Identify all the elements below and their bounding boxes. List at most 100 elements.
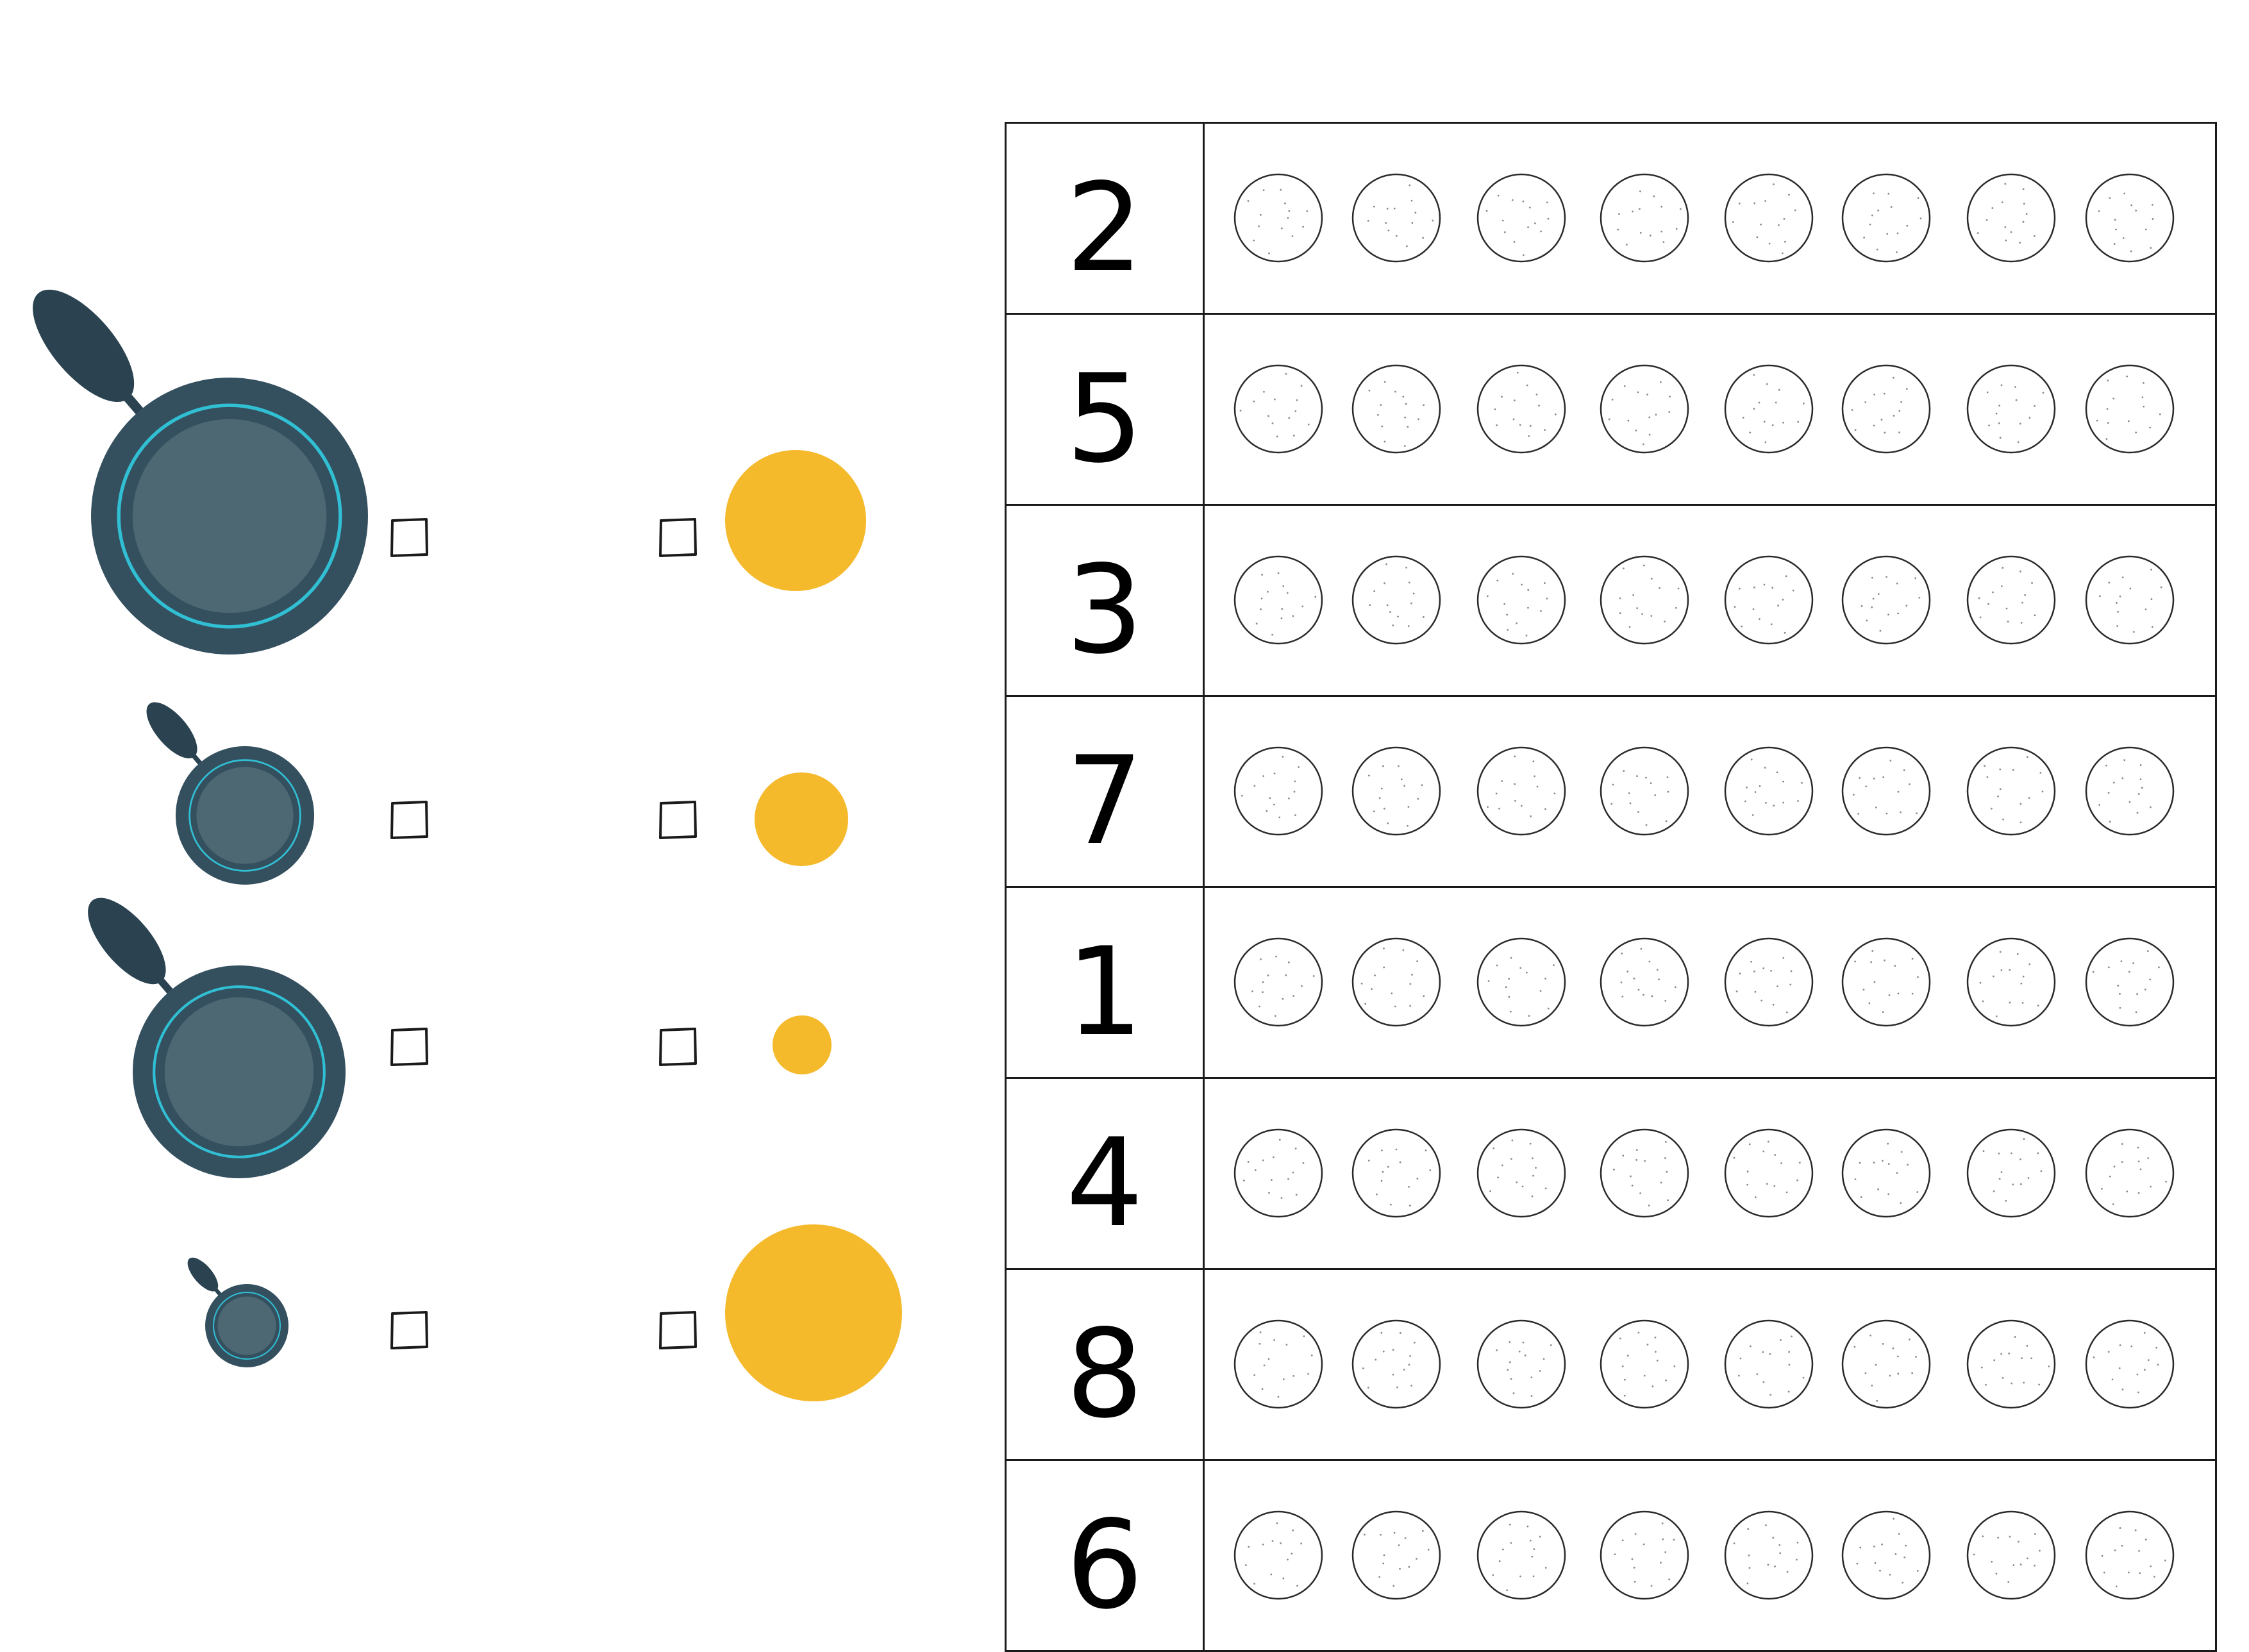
- count-number: 4: [1005, 1077, 1205, 1270]
- counter-circle[interactable]: [1841, 1319, 1931, 1409]
- counter-circle[interactable]: [1841, 746, 1931, 836]
- counter-circle[interactable]: [1476, 1319, 1566, 1409]
- counter-circle[interactable]: [1476, 1510, 1566, 1600]
- counter-circle[interactable]: [1841, 937, 1931, 1027]
- pancake-large-checkbox[interactable]: [659, 1311, 697, 1349]
- counter-circle[interactable]: [1600, 746, 1689, 836]
- counter-circle[interactable]: [1600, 173, 1689, 263]
- count-row: 2: [1005, 122, 2217, 315]
- counter-circle[interactable]: [1351, 173, 1441, 263]
- counter-circle[interactable]: [1351, 1128, 1441, 1218]
- counter-circle[interactable]: [1476, 937, 1566, 1027]
- pan-large-icon: [33, 289, 368, 655]
- count-number: 6: [1005, 1459, 1205, 1652]
- pan-medium-icon: [88, 897, 346, 1178]
- count-number: 2: [1005, 122, 1205, 315]
- counter-cells: [1203, 695, 2217, 888]
- counter-circle[interactable]: [1724, 364, 1814, 454]
- counter-cells: [1203, 1268, 2217, 1461]
- pan-pancake-matching-area: [33, 289, 902, 1401]
- counter-circle[interactable]: [1966, 746, 2056, 836]
- counter-circle[interactable]: [1600, 1128, 1689, 1218]
- counter-circle[interactable]: [1600, 364, 1689, 454]
- counter-cells: [1203, 504, 2217, 697]
- pancake-small-icon: [755, 772, 848, 866]
- counter-circle[interactable]: [1351, 555, 1441, 645]
- counter-circle[interactable]: [1966, 937, 2056, 1027]
- counter-circle[interactable]: [1233, 1128, 1323, 1218]
- count-number: 7: [1005, 695, 1205, 888]
- counter-circle[interactable]: [1841, 1128, 1931, 1218]
- counter-circle[interactable]: [2085, 173, 2175, 263]
- counter-circle[interactable]: [1351, 1319, 1441, 1409]
- counter-circle[interactable]: [2085, 937, 2175, 1027]
- counter-circle[interactable]: [1841, 364, 1931, 454]
- counter-circle[interactable]: [1966, 1128, 2056, 1218]
- count-number: 8: [1005, 1268, 1205, 1461]
- counter-circle[interactable]: [1966, 173, 2056, 263]
- counter-circle[interactable]: [1476, 1128, 1566, 1218]
- counter-circle[interactable]: [1600, 555, 1689, 645]
- pan-medium-checkbox[interactable]: [390, 1028, 428, 1066]
- counter-circle[interactable]: [1966, 1319, 2056, 1409]
- counter-circle[interactable]: [1233, 173, 1323, 263]
- counter-circle[interactable]: [1476, 364, 1566, 454]
- counter-circle[interactable]: [1476, 746, 1566, 836]
- counter-circle[interactable]: [1600, 1319, 1689, 1409]
- pancake-extra-small-checkbox[interactable]: [659, 1028, 697, 1066]
- counter-circle[interactable]: [2085, 364, 2175, 454]
- counter-circle[interactable]: [2085, 555, 2175, 645]
- counter-cells: [1203, 1459, 2217, 1652]
- counter-circle[interactable]: [2085, 1319, 2175, 1409]
- counter-circle[interactable]: [1724, 746, 1814, 836]
- counter-circle[interactable]: [1233, 937, 1323, 1027]
- count-row: 3: [1005, 504, 2217, 697]
- pan-small-checkbox[interactable]: [390, 801, 428, 839]
- counter-circle[interactable]: [1966, 555, 2056, 645]
- count-row: 8: [1005, 1268, 2217, 1461]
- counter-circle[interactable]: [1724, 555, 1814, 645]
- count-number: 5: [1005, 313, 1205, 506]
- count-number: 1: [1005, 886, 1205, 1079]
- counter-circle[interactable]: [1233, 555, 1323, 645]
- counter-circle[interactable]: [1600, 1510, 1689, 1600]
- count-row: 6: [1005, 1459, 2217, 1652]
- pancake-medium-checkbox[interactable]: [659, 518, 697, 557]
- counter-cells: [1203, 1077, 2217, 1270]
- pancake-large-icon: [725, 1224, 902, 1401]
- counter-circle[interactable]: [1966, 364, 2056, 454]
- counter-circle[interactable]: [1841, 555, 1931, 645]
- count-row: 7: [1005, 695, 2217, 888]
- counter-circle[interactable]: [2085, 1510, 2175, 1600]
- counter-circle[interactable]: [1476, 173, 1566, 263]
- counter-circle[interactable]: [1233, 364, 1323, 454]
- counter-circle[interactable]: [1351, 1510, 1441, 1600]
- pan-extra-small-checkbox[interactable]: [390, 1311, 428, 1349]
- counter-circle[interactable]: [1966, 1510, 2056, 1600]
- counter-circle[interactable]: [1724, 937, 1814, 1027]
- counter-circle[interactable]: [2085, 746, 2175, 836]
- counter-cells: [1203, 313, 2217, 506]
- counter-circle[interactable]: [1351, 937, 1441, 1027]
- counter-circle[interactable]: [1600, 937, 1689, 1027]
- counter-circle[interactable]: [1476, 555, 1566, 645]
- counter-circle[interactable]: [1724, 1319, 1814, 1409]
- counter-circle[interactable]: [1351, 364, 1441, 454]
- count-row: 1: [1005, 886, 2217, 1079]
- counter-circle[interactable]: [1724, 1510, 1814, 1600]
- pancake-small-checkbox[interactable]: [659, 801, 697, 839]
- pan-large-checkbox[interactable]: [390, 518, 428, 557]
- count-row: 4: [1005, 1077, 2217, 1270]
- counter-circle[interactable]: [1841, 1510, 1931, 1600]
- counter-circle[interactable]: [1233, 1319, 1323, 1409]
- counter-cells: [1203, 886, 2217, 1079]
- counter-circle[interactable]: [1841, 173, 1931, 263]
- counter-circle[interactable]: [1233, 1510, 1323, 1600]
- counter-circle[interactable]: [1724, 1128, 1814, 1218]
- counter-circle[interactable]: [1351, 746, 1441, 836]
- counter-circle[interactable]: [1233, 746, 1323, 836]
- counter-circle[interactable]: [1724, 173, 1814, 263]
- count-number: 3: [1005, 504, 1205, 697]
- pancake-medium-icon: [725, 450, 866, 591]
- counter-circle[interactable]: [2085, 1128, 2175, 1218]
